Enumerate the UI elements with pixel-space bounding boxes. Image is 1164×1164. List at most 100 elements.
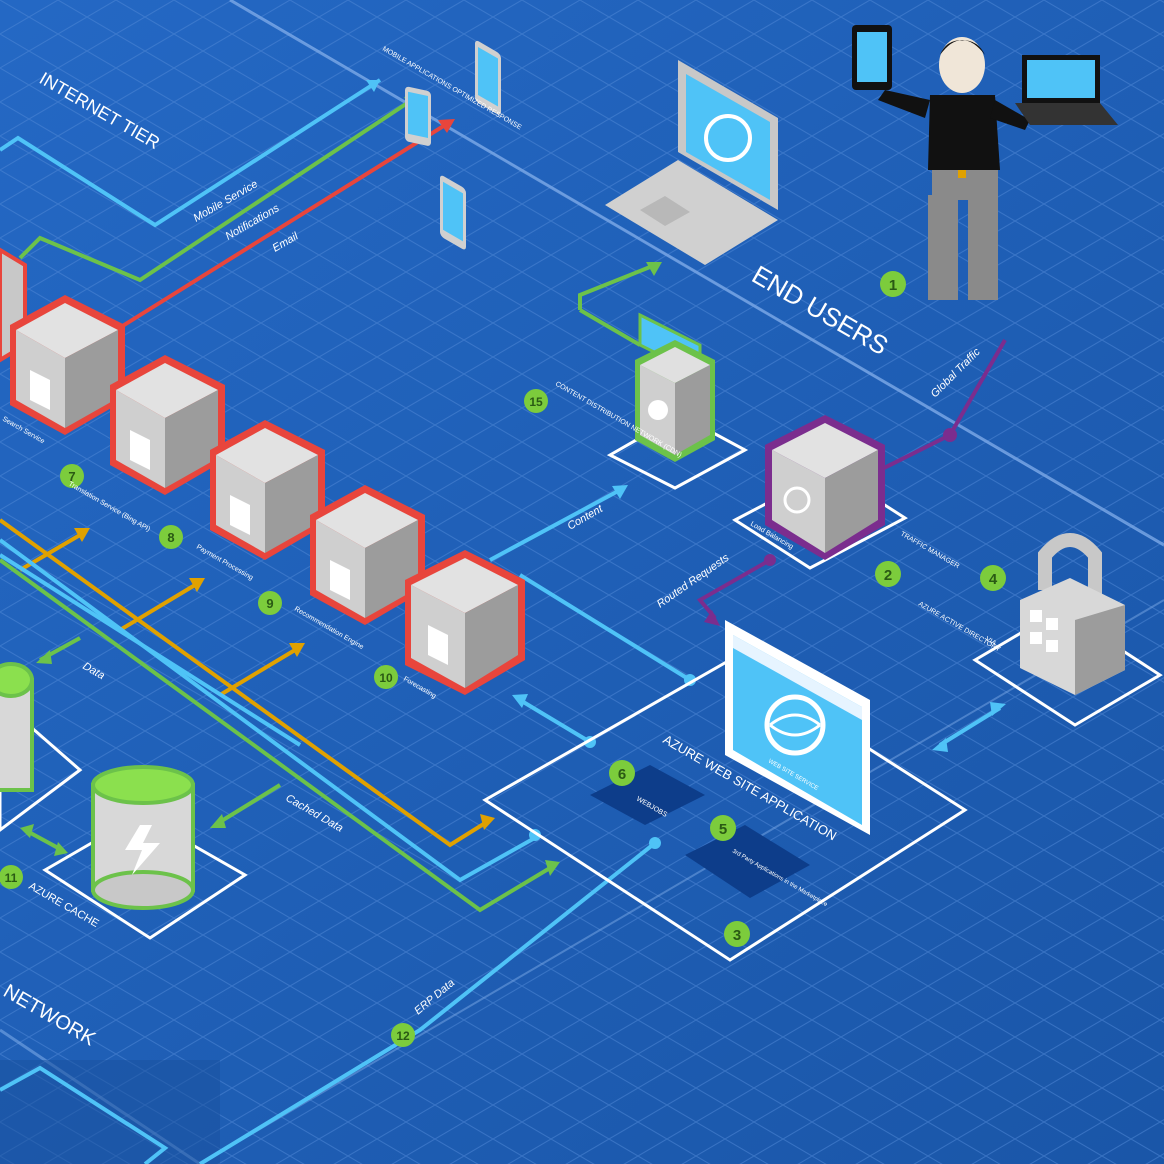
mobile-devices[interactable] — [405, 39, 501, 251]
badge-1: 1 — [880, 271, 906, 297]
orange-main-line — [0, 518, 492, 848]
svg-text:10: 10 — [379, 671, 393, 685]
google-icon — [1046, 640, 1058, 652]
orange-branch-2 — [118, 583, 197, 632]
svg-text:9: 9 — [266, 596, 273, 611]
orange-arrow-1 — [74, 528, 90, 542]
webapp-link-line — [518, 573, 692, 682]
orange-arrow-2 — [189, 578, 205, 592]
active-directory-prefix: VIA — [984, 636, 998, 648]
badge-6: 6 — [609, 760, 635, 786]
content-line — [489, 488, 621, 562]
search-platform — [0, 698, 83, 832]
email-line — [98, 120, 452, 342]
traffic-manager-cube[interactable] — [765, 415, 885, 560]
svg-text:3: 3 — [733, 927, 741, 944]
office-icon — [1046, 618, 1058, 630]
routed-requests-line — [696, 558, 771, 620]
svg-text:2: 2 — [884, 567, 892, 584]
service-cube-recommendation[interactable] — [310, 485, 425, 625]
badge-10: 10 — [374, 665, 398, 689]
svg-text:1: 1 — [889, 277, 897, 294]
orange-branch-3 — [218, 648, 297, 697]
third-party-tag — [685, 825, 810, 898]
routed-requests-node — [764, 554, 776, 566]
cache-link-arrow-a — [20, 824, 34, 838]
service-cube-translation[interactable] — [110, 355, 225, 495]
svg-text:6: 6 — [618, 766, 626, 783]
lightning-icon — [125, 825, 160, 875]
blue-data-line-2 — [0, 553, 302, 747]
routed-requests-arrow — [704, 610, 720, 626]
shopping-bag-icon — [230, 495, 250, 535]
web-site-platform — [482, 658, 968, 962]
cached-data-line — [213, 783, 282, 827]
cloud-icon — [648, 400, 668, 420]
svg-text:7: 7 — [68, 469, 75, 484]
orange-arrow-4 — [480, 814, 495, 830]
badge-3: 3 — [724, 921, 750, 947]
mobile-service-arrow — [366, 80, 380, 92]
shopping-bag-icon — [30, 370, 50, 410]
svg-text:8: 8 — [167, 530, 174, 545]
orange-arrow-3 — [289, 643, 305, 657]
badge-15: 15 — [524, 389, 548, 413]
svg-text:12: 12 — [396, 1029, 410, 1043]
svg-text:11: 11 — [5, 871, 18, 885]
cdn-server[interactable] — [635, 312, 715, 462]
search-cylinder[interactable] — [0, 662, 34, 792]
active-directory-lock[interactable] — [1020, 533, 1125, 695]
service-cube-1[interactable] — [10, 295, 125, 435]
blue-arrow — [512, 694, 528, 708]
email-arrow — [438, 119, 455, 133]
end-user-person — [852, 25, 1118, 300]
globe-icon — [764, 694, 826, 756]
badge-11: 11 — [0, 865, 23, 889]
laptop-device[interactable] — [605, 60, 778, 265]
data-arrow — [36, 650, 52, 664]
twitter-icon — [1030, 632, 1042, 644]
azure-cache-cylinder[interactable] — [91, 765, 195, 910]
cached-data-arrow — [210, 814, 226, 828]
badge-7: 7 — [60, 464, 84, 488]
badge-8: 8 — [159, 525, 183, 549]
erp-data-line — [198, 841, 657, 1164]
global-traffic-node — [943, 428, 957, 442]
cdn-to-laptop-line — [578, 263, 656, 310]
notifications-line — [18, 96, 417, 283]
web-site-screen[interactable] — [725, 620, 870, 835]
node-dot-4 — [649, 837, 661, 849]
mobile-service-line — [0, 78, 382, 228]
content-arrow — [612, 485, 628, 499]
ad-link-line — [938, 706, 1002, 747]
service-cube-payment[interactable] — [210, 420, 325, 560]
svg-text:4: 4 — [989, 571, 998, 588]
ad-link-arrow-a — [932, 738, 948, 752]
green-data-line — [0, 558, 557, 913]
shopping-bag-icon — [428, 625, 448, 665]
cdn-to-laptop-arrow — [646, 262, 662, 276]
shopping-bag-icon — [130, 430, 150, 470]
webjobs-tag — [590, 765, 705, 825]
svg-text:5: 5 — [719, 821, 727, 838]
globe-icon — [783, 486, 811, 514]
badge-5: 5 — [710, 815, 736, 841]
network-line — [0, 1065, 169, 1164]
service-cube-forecasting[interactable] — [405, 550, 525, 695]
green-data-arrow — [545, 860, 560, 876]
globe-icon — [704, 114, 752, 162]
badge-9: 9 — [258, 591, 282, 615]
cache-link-arrow-b — [54, 842, 68, 856]
badge-2: 2 — [875, 561, 901, 587]
badge-4: 4 — [980, 565, 1006, 591]
blue-arrow-line — [518, 698, 592, 744]
badge-12: 12 — [391, 1023, 415, 1047]
end-users-border — [229, 0, 1164, 547]
cdn-to-laptop-line-b — [578, 308, 642, 347]
ad-link-arrow-b — [990, 702, 1006, 716]
windows-icon — [1030, 610, 1042, 622]
network-border-2 — [199, 599, 1164, 1164]
svg-text:15: 15 — [529, 395, 543, 409]
